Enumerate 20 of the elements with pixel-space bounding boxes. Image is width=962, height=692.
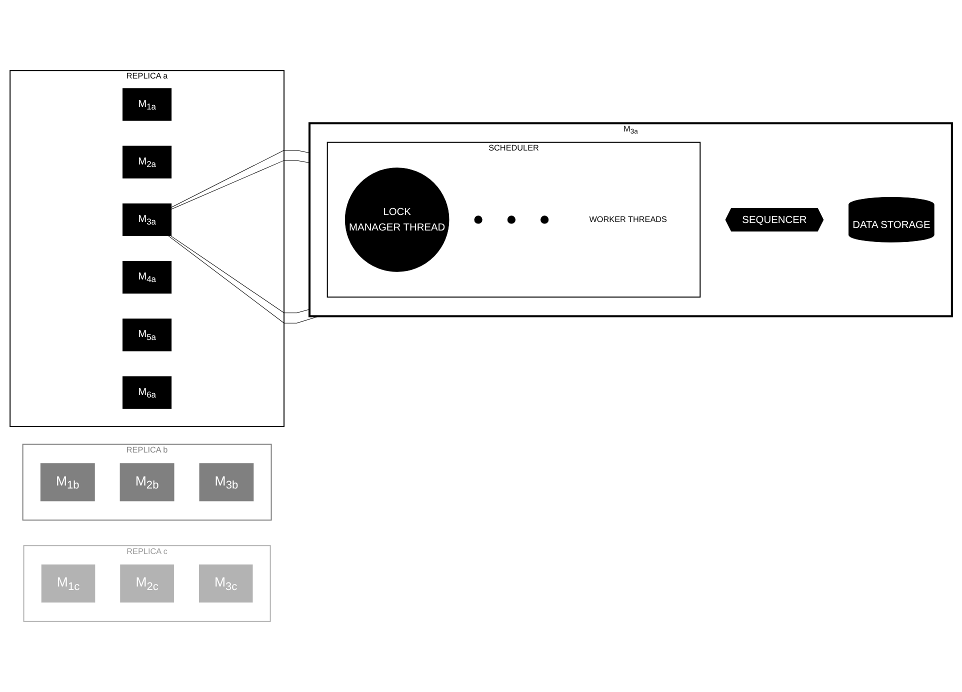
node-box: M$_{5a}$	[122, 318, 172, 352]
node-box: M$_{3c}$	[198, 564, 253, 603]
node-circle: LOCK MANAGER THREAD	[344, 168, 450, 272]
node-box: M$_{4a}$	[122, 261, 172, 294]
connector	[170, 236, 310, 314]
node-circle	[540, 216, 549, 224]
node-box: M$_{1c}$	[41, 564, 96, 603]
node-box: M$_{2c}$	[120, 564, 174, 603]
node-box: M$_{1b}$	[40, 463, 95, 502]
node-box: M$_{3b}$	[199, 463, 254, 502]
node-box: M$_{2a}$	[122, 146, 172, 178]
node-circle	[507, 216, 516, 224]
node-circle	[474, 216, 482, 224]
node-box: M$_{1a}$	[122, 88, 172, 121]
node-box: M$_{3a}$	[122, 203, 172, 236]
node-text: WORKER THREADS	[589, 215, 667, 224]
connector	[171, 150, 310, 208]
node-box: M$_{6a}$	[122, 376, 172, 409]
connector	[171, 160, 310, 210]
node-box: M$_{2b}$	[120, 463, 174, 502]
